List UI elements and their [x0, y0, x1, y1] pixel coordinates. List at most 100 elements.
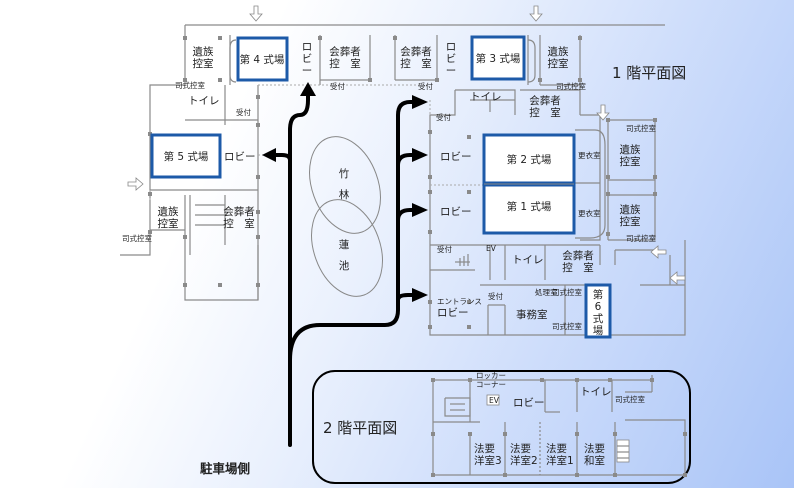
- entrance-arrow-icon: [669, 271, 686, 285]
- hoyo-washitsu-label: 和室: [584, 454, 605, 467]
- hall-6: [584, 283, 612, 339]
- prep-room-label: 処理室: [535, 287, 558, 297]
- reception-label: 受付: [418, 81, 433, 91]
- route-arrow-icon: [262, 148, 276, 162]
- lotus-pond-label: 池: [339, 259, 350, 272]
- hall-3-label: 第 3 式場: [476, 52, 521, 65]
- officiant-room-label: 司式控室: [175, 80, 205, 90]
- hall-3: [470, 35, 526, 81]
- hall-2: [482, 133, 576, 185]
- locker-label: コーナー: [476, 380, 506, 389]
- officiant-room-label: 司式控室: [122, 233, 152, 243]
- officiant-room-label: 司式控室: [626, 233, 656, 243]
- reception-label: 受付: [436, 112, 451, 122]
- route-arrow-icon: [412, 95, 428, 109]
- family-room-label: 遺族: [620, 203, 641, 216]
- lobby-label: ロビー: [513, 397, 545, 409]
- floor1-title: 1 階平面図: [612, 64, 686, 82]
- lobby-label: ロビー: [440, 206, 472, 218]
- family-room-label: 遺族: [193, 45, 214, 58]
- reception-label: 受付: [437, 244, 452, 254]
- family-room-label: 遺族: [158, 205, 179, 218]
- officiant-room-label: 司式控室: [552, 321, 582, 331]
- floor1-labels: 1 階平面図 第 4 式場 第 3 式場 第 5 式場 第 2 式場 第 1 式…: [122, 41, 686, 337]
- toilet-label: トイレ: [580, 386, 612, 398]
- floor1-walls: [120, 24, 686, 336]
- bamboo-grove-label: 竹: [339, 167, 350, 180]
- mourners-room-label: 控 室: [223, 217, 255, 230]
- family-room-label: 控室: [620, 155, 641, 168]
- parking-side-label: 駐車場側: [200, 461, 250, 476]
- entrance-arrows: [127, 5, 686, 285]
- hall-1-label: 第 1 式場: [507, 200, 552, 213]
- mourners-room-label: 会葬者: [562, 249, 594, 262]
- toilet-label: トイレ: [188, 95, 220, 107]
- reception-label: 受付: [236, 107, 251, 117]
- entrance-label: エントランス: [437, 297, 482, 306]
- family-room-label: 控室: [158, 217, 179, 230]
- ev-label: EV: [486, 244, 497, 253]
- hoyo-room-2-label: 法要: [510, 442, 531, 455]
- hall-1: [482, 183, 576, 235]
- mourners-room-label: 会葬者: [529, 94, 561, 107]
- family-room-label: 控室: [193, 57, 214, 70]
- entrance-arrow-icon: [596, 104, 610, 121]
- family-room-label: 遺族: [620, 143, 641, 156]
- route-arrow-icon: [300, 82, 316, 96]
- family-room-label: 控室: [620, 215, 641, 228]
- hall-5-label: 第 5 式場: [164, 150, 209, 163]
- hall-6-label-3: 式: [593, 312, 604, 325]
- hoyo-room-1-label: 法要: [546, 442, 567, 455]
- mourners-room-label: 控 室: [400, 57, 432, 70]
- mourners-room-label: 会葬者: [223, 205, 255, 218]
- hoyo-room-2-label: 洋室2: [510, 454, 538, 467]
- officiant-room-label: 司式控室: [626, 123, 656, 133]
- floor2: 2 階平面図: [312, 370, 691, 484]
- lobby-vertical: ー: [446, 65, 457, 77]
- hall-5: [150, 133, 222, 179]
- reception-label: 受付: [488, 291, 503, 301]
- route-arrow-icon: [412, 148, 428, 162]
- mourners-room-label: 会葬者: [400, 45, 432, 58]
- lobby-vertical: ビ: [302, 53, 313, 65]
- lotus-pond-outline: [311, 199, 383, 297]
- lobby-label: ロビー: [437, 307, 469, 319]
- family-room-label: 控室: [548, 57, 569, 70]
- columns: [148, 36, 657, 329]
- hall-4: [236, 36, 289, 82]
- route-arrow-icon: [412, 203, 428, 217]
- lobby-vertical: ロ: [446, 41, 457, 53]
- officiant-room-label: 司式控室: [552, 287, 582, 297]
- changing-room-label: 更衣室: [578, 208, 601, 218]
- ev-label: EV: [489, 396, 500, 405]
- entrance-arrow-icon: [249, 5, 263, 22]
- lobby-vertical: ビ: [446, 53, 457, 65]
- lobby-vertical: ー: [302, 65, 313, 77]
- reception-label: 受付: [330, 81, 345, 91]
- lobby-label: ロビー: [440, 151, 472, 163]
- hall-6-label-1: 第: [593, 288, 604, 301]
- lobby-vertical: ロ: [302, 41, 313, 53]
- office-label: 事務室: [516, 308, 548, 321]
- lobby-label: ロビー: [224, 151, 256, 163]
- mourners-room-label: 控 室: [329, 57, 361, 70]
- locker-label: ロッカー: [476, 371, 506, 380]
- hoyo-room-3-label: 洋室3: [474, 454, 502, 467]
- entrance-arrow-icon: [529, 5, 543, 22]
- officiant-room-label: 司式控室: [556, 81, 586, 91]
- hall-4-label: 第 4 式場: [240, 53, 285, 66]
- mourners-room-label: 会葬者: [329, 45, 361, 58]
- ceremony-halls: [150, 35, 612, 339]
- floor2-frame: [312, 370, 691, 484]
- hall-6-label-2: 6: [595, 301, 602, 313]
- hoyo-room-3-label: 法要: [474, 442, 495, 455]
- entrance-arrow-icon: [650, 245, 667, 259]
- mourners-room-label: 控 室: [529, 106, 561, 119]
- route-arrow-icon: [412, 288, 428, 302]
- bamboo-grove-outline: [309, 136, 381, 234]
- bamboo-grove-label: 林: [339, 188, 350, 201]
- mourners-room-label: 控 室: [562, 261, 594, 274]
- changing-room-label: 更衣室: [578, 150, 601, 160]
